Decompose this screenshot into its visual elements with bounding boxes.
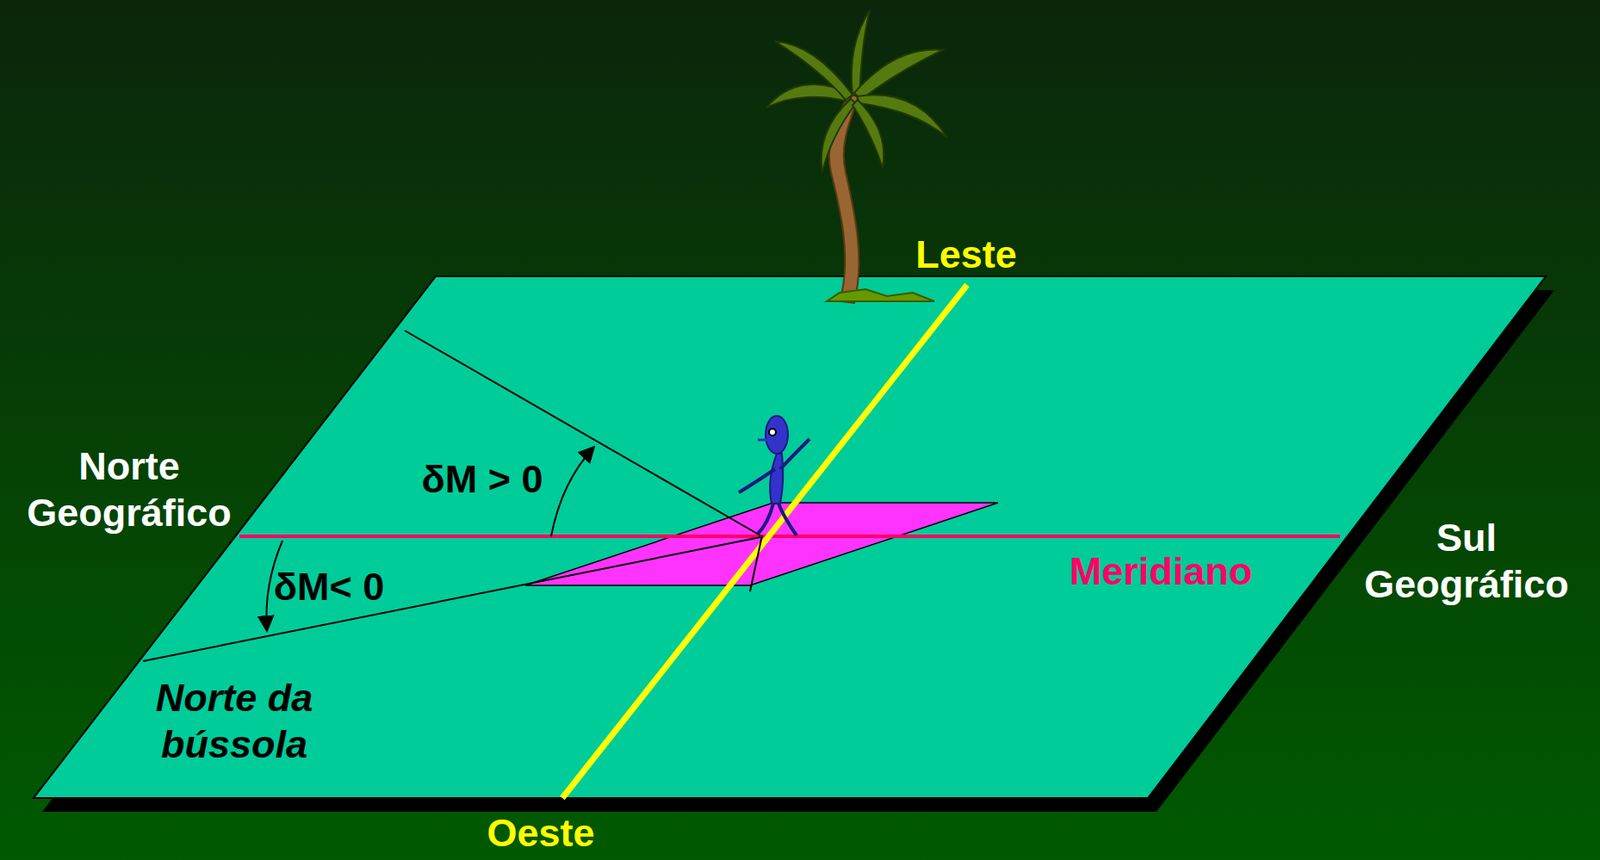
angle-label: δM< 0: [273, 564, 385, 611]
direction-label: Leste: [915, 231, 1018, 279]
direction-label: Sul Geográfico: [1350, 514, 1583, 608]
ground-plane: [33, 276, 1546, 799]
declination-line: [404, 330, 761, 536]
label-text: Meridiano: [1069, 549, 1253, 594]
line-label: Meridiano: [1069, 548, 1253, 596]
label-text: Sul Geográfico: [1364, 515, 1569, 607]
angle-arc: [551, 446, 595, 537]
observer-figure: [738, 415, 810, 536]
label-text: δM< 0: [273, 564, 385, 609]
label-text: Norte da bússola: [155, 675, 314, 767]
vertical-line: [750, 535, 763, 592]
meridian-line: [239, 534, 1340, 539]
label-text: Leste: [915, 232, 1018, 277]
direction-label: Oeste: [486, 810, 595, 857]
direction-label: Norte Geográfico: [8, 443, 250, 537]
axis-label: Norte da bússola: [117, 675, 351, 769]
label-text: δM > 0: [421, 457, 543, 502]
east-west-line: [562, 285, 968, 799]
label-text: Norte Geográfico: [26, 444, 232, 535]
compass-north-line: [142, 537, 761, 662]
label-text: Oeste: [486, 811, 595, 856]
angle-label: δM > 0: [421, 456, 543, 503]
